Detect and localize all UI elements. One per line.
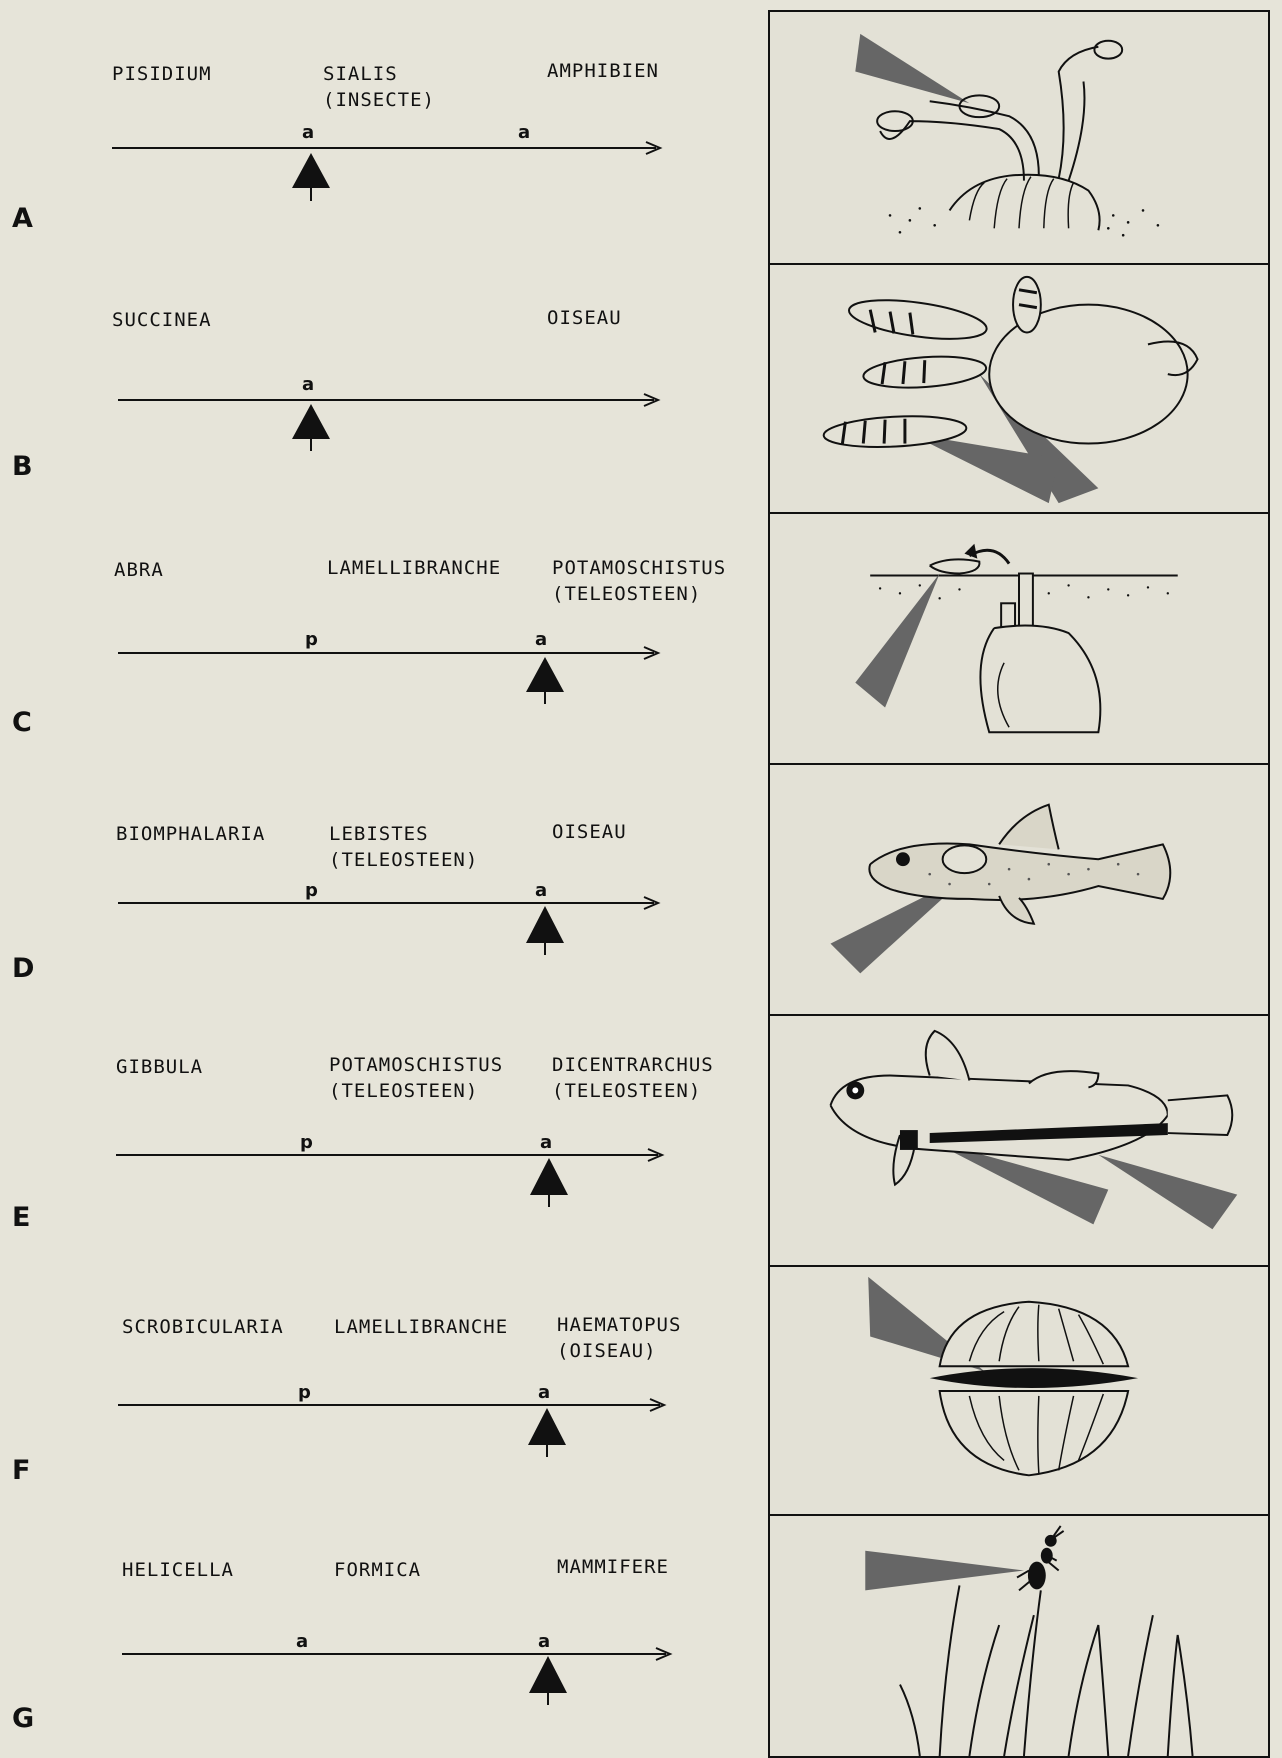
guppy-fish-icon (770, 765, 1268, 1014)
key-step-marker-icon (530, 1158, 568, 1195)
chain-arrow (0, 1506, 760, 1757)
illustration-panel-d (768, 763, 1270, 1016)
bivalve-siphon-icon (770, 514, 1268, 763)
illustration-panel-e (768, 1014, 1270, 1267)
snail-tentacles-icon (770, 12, 1268, 263)
chain-row-g: G HELICELLA FORMICA MAMMIFERE a a (0, 1506, 760, 1757)
chain-arrow (0, 1004, 760, 1255)
snail-sporocyst-icon (770, 265, 1268, 512)
chain-row-c: C ABRA LAMELLIBRANCHE POTAMOSCHISTUS (TE… (0, 502, 760, 753)
illustration-panel-f (768, 1265, 1270, 1516)
illustration-panel-g (768, 1514, 1270, 1758)
key-step-marker-icon (528, 1408, 566, 1445)
chain-row-d: D BIOMPHALARIA LEBISTES (TELEOSTEEN) OIS… (0, 753, 760, 1004)
key-step-marker-icon (526, 657, 564, 692)
chain-arrow (0, 502, 760, 753)
chain-row-b: B SUCCINEA OISEAU a (0, 251, 760, 502)
illustration-panel-a (768, 10, 1270, 265)
key-step-marker-icon (529, 1656, 567, 1693)
goby-fish-icon (770, 1016, 1268, 1265)
ant-on-grass-icon (770, 1516, 1268, 1756)
illustration-panel-b (768, 263, 1270, 514)
chain-arrow (0, 753, 760, 1004)
key-step-marker-icon (526, 906, 564, 943)
chain-row-a: A PISIDIUM SIALIS (INSECTE) AMPHIBIEN a … (0, 0, 760, 251)
illustration-panel-c (768, 512, 1270, 765)
key-step-marker-icon (292, 153, 330, 188)
chain-row-f: F SCROBICULARIA LAMELLIBRANCHE HAEMATOPU… (0, 1255, 760, 1506)
key-step-marker-icon (292, 404, 330, 439)
chain-arrow (0, 1255, 760, 1506)
chain-arrow (0, 251, 760, 502)
chain-arrow (0, 0, 760, 251)
open-clam-icon (770, 1267, 1268, 1514)
chain-row-e: E GIBBULA POTAMOSCHISTUS (TELEOSTEEN) DI… (0, 1004, 760, 1255)
